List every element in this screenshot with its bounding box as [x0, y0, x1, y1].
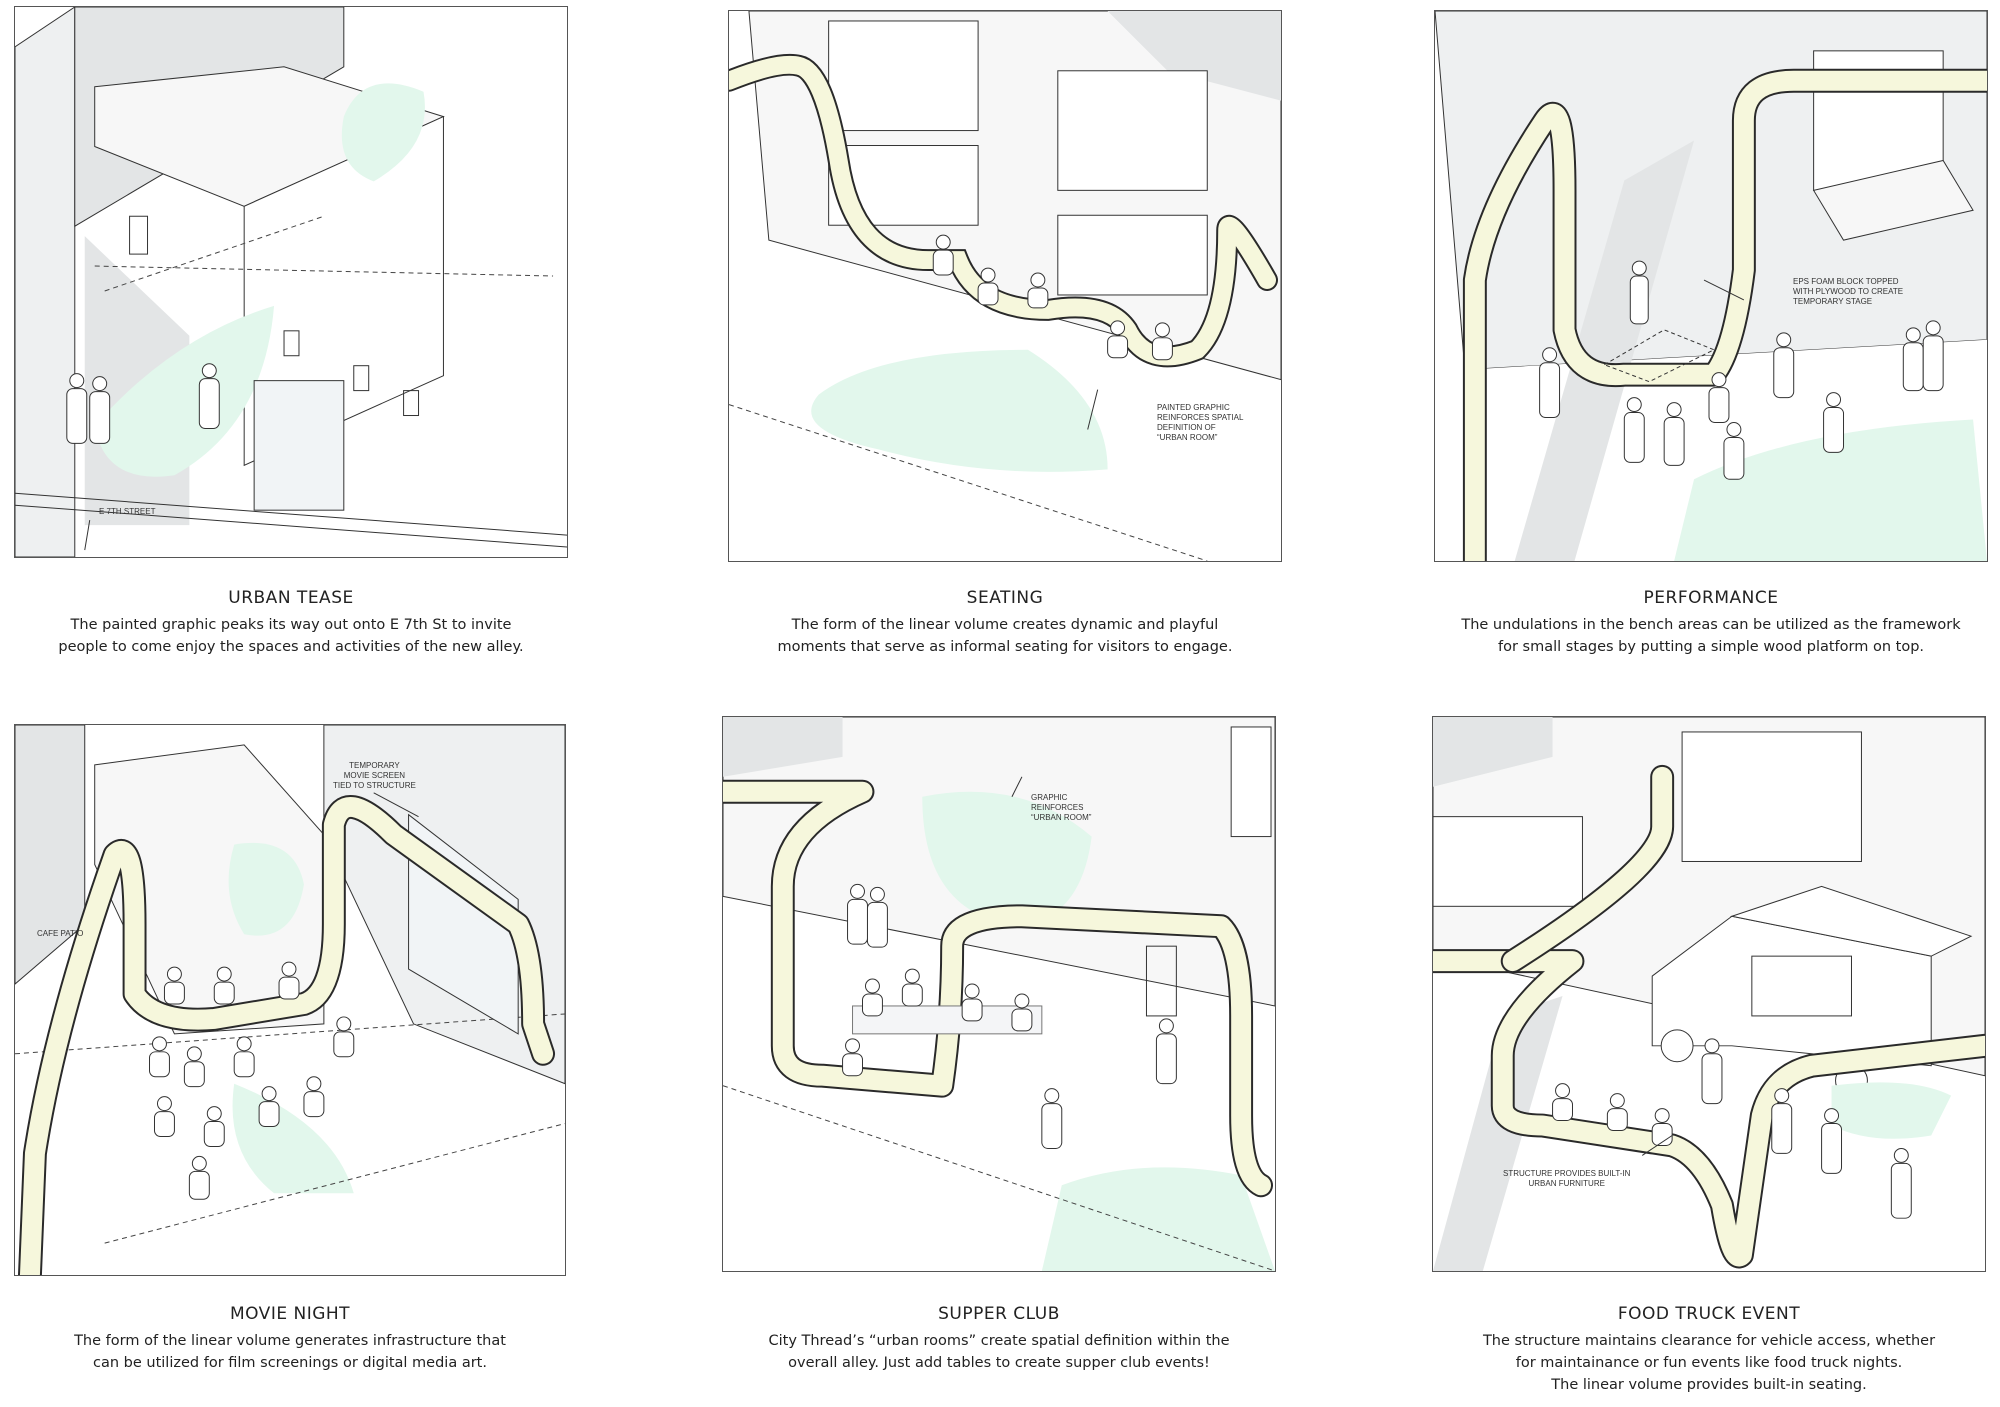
stoop [1812, 159, 1974, 241]
window [403, 390, 420, 417]
dashed-guide-2 [104, 1123, 565, 1244]
shadow-band [1514, 140, 1695, 561]
diagram-food-truck: STRUCTURE PROVIDES BUILT-IN URBAN FURNIT… [1432, 716, 1986, 1272]
supper-club-drawing [723, 717, 1275, 1271]
caption-title: SEATING [966, 588, 1044, 608]
leader-line [84, 520, 91, 551]
dashed-guide [94, 265, 554, 277]
performance-drawing [1435, 11, 1987, 561]
note-graphic-urban-room: GRAPHIC REINFORCES “URBAN ROOM” [1031, 793, 1092, 822]
person-figure [842, 883, 1177, 1149]
window [283, 330, 300, 357]
glazed-door [253, 380, 345, 511]
building-block [94, 744, 325, 1035]
caption-title: URBAN TEASE [228, 588, 354, 608]
food-truck [1651, 885, 1973, 1098]
stage-outline [1603, 329, 1716, 383]
caption-performance: PERFORMANCE The undulations in the bench… [1434, 588, 1988, 658]
caption-urban-tease: URBAN TEASE The painted graphic peaks it… [14, 588, 568, 658]
green-graphic-floor [1041, 1167, 1275, 1271]
note-painted-graphic: PAINTED GRAPHIC REINFORCES SPATIAL DEFIN… [1157, 403, 1244, 442]
green-graphic [1674, 419, 1987, 561]
caption-food-truck: FOOD TRUCK EVENT The structure maintains… [1432, 1304, 1986, 1396]
window [1057, 214, 1208, 296]
green-graphic [1831, 1082, 1952, 1139]
note-e7th-street: E 7TH STREET [99, 507, 156, 516]
door [1145, 945, 1177, 1017]
food-truck-drawing [1433, 717, 1985, 1271]
green-graphic [811, 349, 1108, 472]
leader-line [1011, 776, 1023, 797]
caption-title: MOVIE NIGHT [229, 1304, 351, 1324]
leader-line [373, 792, 419, 818]
city-thread-fill [19, 797, 554, 1275]
seating-drawing [729, 11, 1281, 561]
green-graphic-floor [232, 1083, 354, 1194]
caption-title: FOOD TRUCK EVENT [1617, 1304, 1801, 1324]
wall-left [15, 7, 76, 557]
green-graphic [228, 842, 304, 936]
movie-night-drawing [15, 725, 565, 1275]
leader-line [1087, 389, 1099, 430]
person-figure [149, 961, 355, 1200]
green-graphic-street [94, 305, 275, 477]
person-figure [66, 363, 220, 444]
city-thread-fill [729, 55, 1277, 366]
caption-seating: SEATING The form of the linear volume cr… [728, 588, 1282, 658]
diagram-movie-night: TEMPORARY MOVIE SCREEN TIED TO STRUCTURE… [14, 724, 566, 1276]
street-curb-2 [15, 504, 567, 548]
window [129, 215, 149, 255]
window [1433, 816, 1583, 907]
window [1230, 726, 1272, 838]
window [1681, 731, 1862, 862]
caption-title: SUPPER CLUB [938, 1304, 1060, 1324]
caption-title: PERFORMANCE [1643, 588, 1779, 608]
wall-shadow [1107, 11, 1281, 101]
person-figure [1552, 1038, 1912, 1219]
window [828, 20, 979, 132]
note-eps-foam: EPS FOAM BLOCK TOPPED WITH PLYWOOD TO CR… [1793, 277, 1904, 306]
green-graphic [922, 791, 1092, 927]
green-graphic [341, 83, 425, 182]
note-cafe-patio: CAFE PATIO [37, 929, 84, 938]
dashed-guide [15, 1013, 565, 1055]
city-thread-fill [723, 781, 1272, 1196]
person-figure [932, 234, 1173, 361]
dashed-guide [729, 404, 1208, 561]
dining-table [852, 1005, 1043, 1035]
diagram-supper-club: GRAPHIC REINFORCES “URBAN ROOM” [722, 716, 1276, 1272]
shadow-band [1433, 995, 1563, 1271]
caption-supper-club: SUPPER CLUB City Thread’s “urban rooms” … [722, 1304, 1276, 1374]
street-curb [15, 492, 567, 536]
caption-text: The form of the linear volume generates … [74, 1333, 506, 1371]
dashed-guide-2 [104, 215, 325, 292]
caption-text: City Thread’s “urban rooms” create spati… [768, 1333, 1230, 1371]
diagram-performance: EPS FOAM BLOCK TOPPED WITH PLYWOOD TO CR… [1434, 10, 1988, 562]
thread-arch-fill [1502, 766, 1673, 972]
caption-text: The form of the linear volume creates dy… [777, 617, 1233, 655]
dashed-guide [723, 1085, 1275, 1271]
wall-shadow [1433, 717, 1553, 787]
diagram-seating: PAINTED GRAPHIC REINFORCES SPATIAL DEFIN… [728, 10, 1282, 562]
diagram-urban-tease: E 7TH STREET [14, 6, 568, 558]
caption-text: The structure maintains clearance for ve… [1482, 1333, 1936, 1393]
city-thread-fill [1464, 70, 1987, 561]
caption-movie-night: MOVIE NIGHT The form of the linear volum… [14, 1304, 566, 1374]
wall-shadow [723, 717, 843, 777]
city-thread-fill [1433, 951, 1985, 1267]
urban-tease-drawing [15, 7, 567, 557]
window [353, 365, 370, 392]
note-built-in-furniture: STRUCTURE PROVIDES BUILT-IN URBAN FURNIT… [1503, 1169, 1631, 1188]
window [1057, 70, 1208, 191]
person-figure [1539, 260, 1944, 480]
leader-line [1703, 279, 1745, 301]
caption-text: The painted graphic peaks its way out on… [58, 617, 524, 655]
caption-text: The undulations in the bench areas can b… [1461, 617, 1961, 655]
note-temporary-screen: TEMPORARY MOVIE SCREEN TIED TO STRUCTURE [333, 761, 416, 790]
leader-line [1641, 1135, 1673, 1156]
